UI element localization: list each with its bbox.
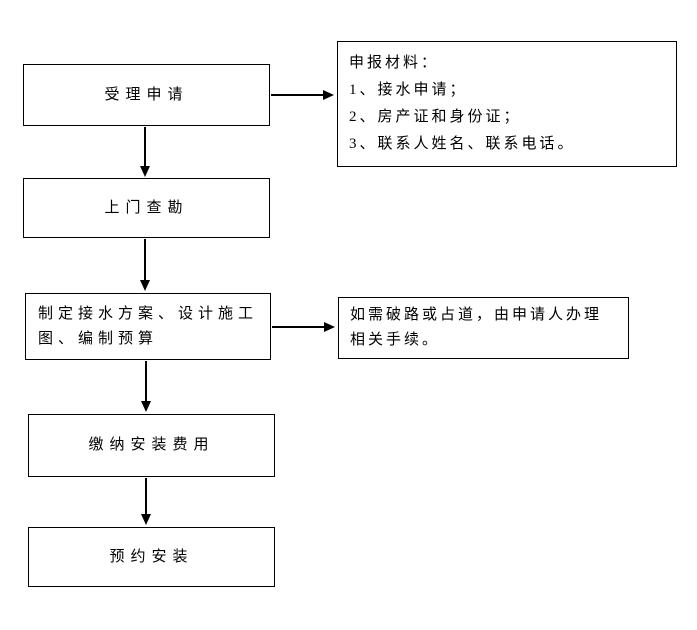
- flow-step-pay-installation-fee-label: 缴纳安装费用: [88, 437, 215, 453]
- down-arrow-connector-1: [144, 127, 146, 166]
- right-arrow-connector-2: [272, 326, 324, 328]
- flow-step-pay-installation-fee: 缴纳安装费用: [28, 414, 275, 477]
- flow-step-design-plan-line1: 制定接水方案、设计施工: [38, 305, 259, 322]
- annotation-application-materials-line4: 3、联系人姓名、联系电话。: [349, 136, 576, 152]
- down-arrow-connector-2: [144, 239, 146, 280]
- annotation-application-materials: 申报材料： 1、接水申请； 2、房产证和身份证； 3、联系人姓名、联系电话。: [337, 41, 677, 167]
- annotation-application-materials-line1: 申报材料：: [349, 55, 440, 71]
- annotation-application-materials-line2: 1、接水申请；: [349, 82, 468, 98]
- flow-step-design-plan-line2: 图、编制预算: [38, 330, 159, 347]
- annotation-road-occupation-note: 如需破路或占道，由申请人办理 相关手续。: [338, 297, 629, 359]
- flow-step-site-survey: 上门查勘: [23, 178, 270, 238]
- flow-step-site-survey-label: 上门查勘: [104, 199, 189, 216]
- flow-step-accept-application-label: 受理申请: [104, 86, 189, 103]
- flow-step-schedule-installation-label: 预约安装: [109, 548, 194, 565]
- flow-step-schedule-installation: 预约安装: [28, 527, 275, 587]
- down-arrow-connector-4: [145, 478, 147, 514]
- right-arrow-connector-1: [271, 94, 323, 96]
- flow-step-accept-application: 受理申请: [23, 64, 270, 126]
- annotation-application-materials-line3: 2、房产证和身份证；: [349, 109, 522, 125]
- annotation-road-occupation-note-line2: 相关手续。: [350, 332, 441, 348]
- flow-step-design-plan: 制定接水方案、设计施工 图、编制预算: [25, 293, 271, 360]
- down-arrow-connector-3: [145, 361, 147, 401]
- annotation-road-occupation-note-line1: 如需破路或占道，由申请人办理: [350, 307, 603, 323]
